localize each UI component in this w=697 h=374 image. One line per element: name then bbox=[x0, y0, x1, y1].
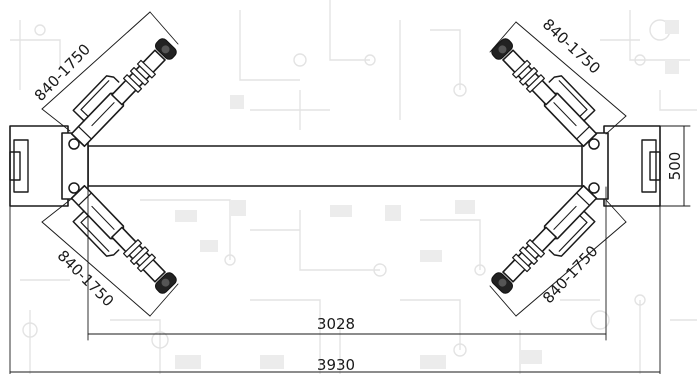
arm-top-right bbox=[488, 26, 609, 149]
right-post bbox=[603, 125, 661, 207]
lift-frame bbox=[9, 125, 661, 207]
cross-beam bbox=[87, 145, 607, 187]
arm-bottom-left bbox=[59, 183, 180, 306]
dim-arm-top-left: 840-1750 bbox=[31, 40, 94, 104]
dim-overall-width: 3930 bbox=[317, 356, 355, 374]
left-post bbox=[9, 125, 69, 207]
dim-arm-top-right: 840-1750 bbox=[539, 15, 604, 77]
dim-arm-bottom-right: 840-1750 bbox=[539, 242, 601, 307]
dim-height: 500 bbox=[666, 152, 684, 181]
dim-inner-width: 3028 bbox=[317, 315, 355, 333]
background-pattern bbox=[10, 0, 697, 374]
